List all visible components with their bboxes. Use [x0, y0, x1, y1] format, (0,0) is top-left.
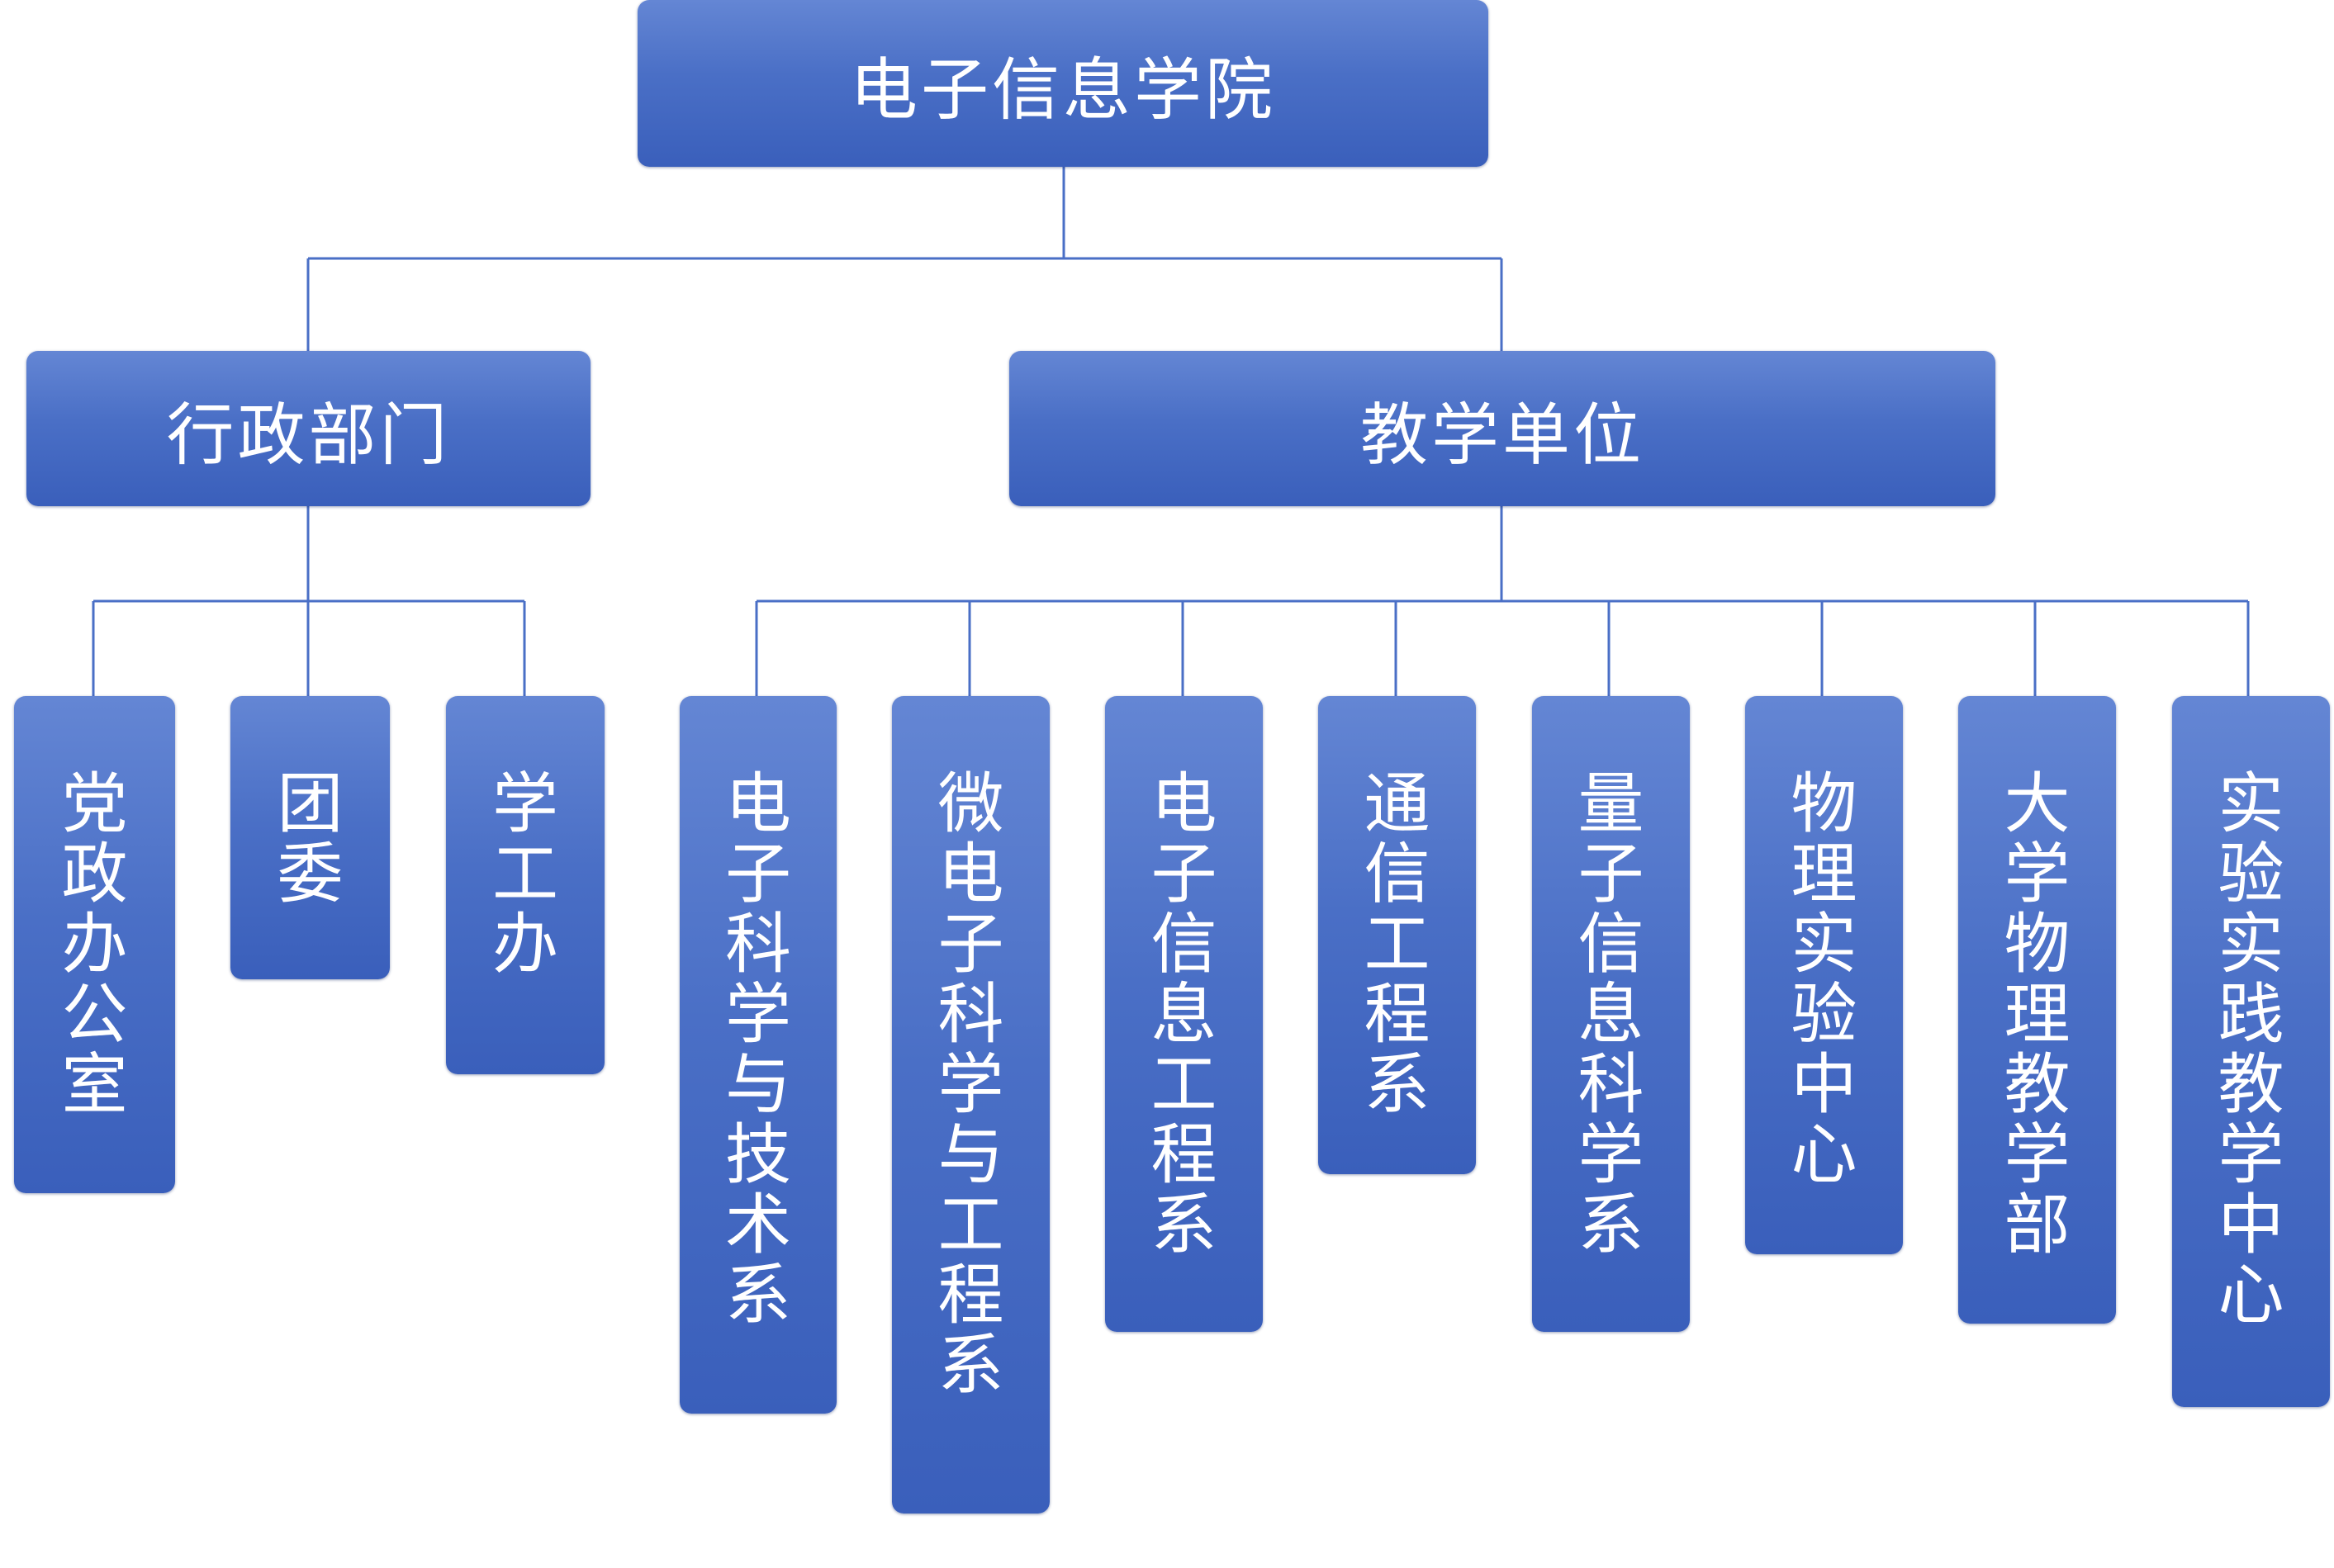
node-admin-youth-league: 团委	[230, 696, 390, 979]
node-dept-electronic-science: 电子科学与技术系	[680, 696, 837, 1414]
node-practice-teaching-center: 实验实践教学中心	[2172, 696, 2330, 1407]
node-label: 微电子科学与工程系	[937, 765, 1004, 1404]
node-label: 通信工程系	[1364, 765, 1430, 1123]
node-dept-electronic-info: 电子信息工程系	[1105, 696, 1263, 1332]
node-label: 学工办	[492, 765, 558, 983]
node-label: 电子信息工程系	[1150, 765, 1217, 1263]
node-dept-quantum-info: 量子信息科学系	[1532, 696, 1690, 1332]
node-label: 实验实践教学中心	[2218, 765, 2284, 1334]
node-teaching: 教学单位	[1009, 351, 1995, 506]
node-root: 电子信息学院	[638, 0, 1488, 167]
node-label: 量子信息科学系	[1577, 765, 1644, 1263]
node-label: 物理实验中心	[1791, 765, 1857, 1193]
node-dept-communication: 通信工程系	[1318, 696, 1476, 1174]
node-admin-label: 行政部门	[166, 396, 451, 475]
node-label: 电子科学与技术系	[725, 765, 791, 1334]
node-admin-student-affairs: 学工办	[446, 696, 605, 1074]
node-root-label: 电子信息学院	[849, 50, 1276, 130]
node-physics-teaching-dept: 大学物理教学部	[1958, 696, 2116, 1324]
node-physics-lab-center: 物理实验中心	[1745, 696, 1903, 1254]
node-admin: 行政部门	[26, 351, 591, 506]
node-label: 大学物理教学部	[2004, 765, 2071, 1263]
node-teaching-label: 教学单位	[1359, 396, 1644, 475]
node-label: 党政办公室	[61, 765, 128, 1123]
node-dept-microelectronics: 微电子科学与工程系	[892, 696, 1050, 1514]
node-admin-office: 党政办公室	[14, 696, 175, 1193]
node-label: 团委	[277, 765, 344, 912]
